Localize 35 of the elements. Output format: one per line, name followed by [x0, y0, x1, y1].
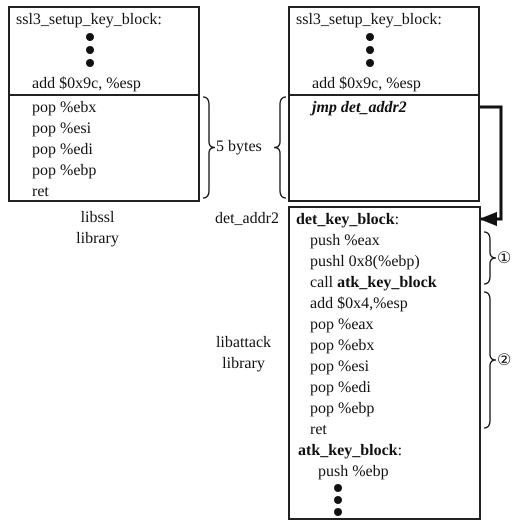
code-block — [8, 94, 200, 202]
code-line: pop %edi — [32, 140, 93, 160]
code-line: pop %ebp — [32, 161, 96, 181]
code-line: ssl3_setup_key_block: — [296, 10, 442, 30]
code-line: atk_key_block: — [298, 441, 402, 461]
code-line: push %ebp — [318, 462, 389, 482]
code-line: pop %ebp — [310, 399, 374, 419]
code-block — [288, 206, 481, 520]
address-label: det_addr2 — [215, 209, 279, 229]
brace-label: 5 bytes — [216, 137, 262, 157]
code-line: ssl3_setup_key_block: — [16, 10, 162, 30]
library-label: libattack library — [214, 333, 272, 374]
code-line: add $0x9c, %esp — [32, 74, 141, 94]
code-line: ret — [310, 420, 327, 440]
code-line: pop %eax — [310, 315, 374, 335]
callout-number: ① — [497, 249, 511, 269]
code-line: pop %esi — [32, 119, 92, 139]
code-line: add $0x9c, %esp — [312, 74, 421, 94]
code-line: push %eax — [310, 231, 380, 251]
code-line: call atk_key_block — [310, 273, 437, 293]
code-line: add $0x4,%esp — [310, 294, 408, 314]
code-line: pop %ebx — [32, 98, 96, 118]
code-line: pop %edi — [310, 378, 371, 398]
code-line: det_key_block: — [296, 210, 400, 230]
code-block — [288, 94, 480, 202]
code-line: jmp det_addr2 — [312, 98, 407, 118]
code-block — [288, 6, 480, 96]
code-block — [8, 6, 200, 96]
arrow — [479, 106, 502, 226]
code-line: pop %esi — [310, 357, 370, 377]
code-line: ret — [32, 182, 49, 202]
library-label: libssl library — [75, 208, 120, 249]
code-line: pushl 0x8(%ebp) — [310, 252, 420, 272]
callout-number: ② — [497, 351, 511, 371]
code-line: pop %ebx — [310, 336, 374, 356]
